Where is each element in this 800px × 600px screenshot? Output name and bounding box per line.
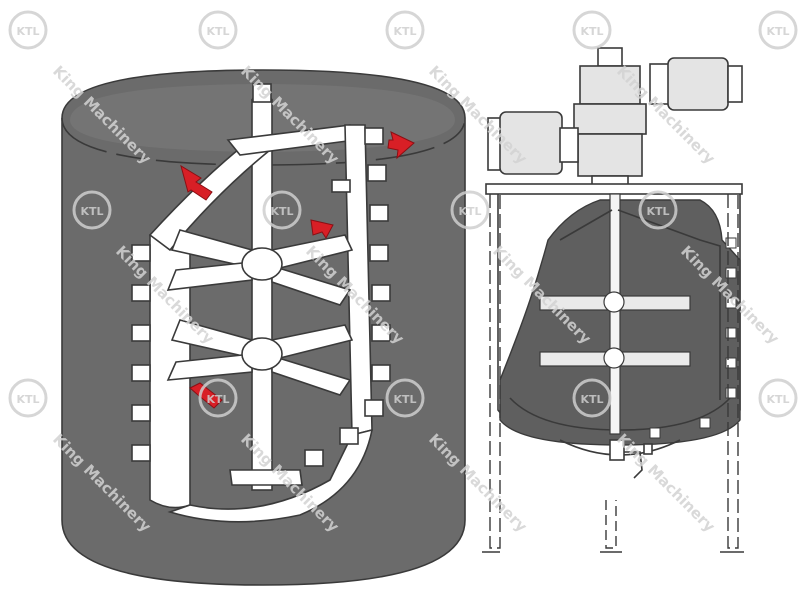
- svg-text:KTL: KTL: [16, 393, 39, 406]
- svg-text:KTL: KTL: [580, 393, 603, 406]
- watermark-logo-icon: KTL: [758, 10, 798, 50]
- svg-text:KTL: KTL: [206, 393, 229, 406]
- elevation-shaft: [609, 193, 621, 435]
- agitator-shaft: [251, 83, 273, 491]
- svg-text:KTL: KTL: [766, 25, 789, 38]
- flow-arrows: [180, 131, 415, 409]
- watermark-logo-icon: KTL: [638, 190, 678, 230]
- watermark-logo-icon: KTL: [262, 190, 302, 230]
- upper-impeller: [166, 229, 354, 306]
- svg-text:KTL: KTL: [393, 25, 416, 38]
- lower-paddle: [539, 347, 691, 369]
- support-legs: [482, 194, 744, 553]
- watermark-logo-icon: KTL: [198, 10, 238, 50]
- bottom-discharge: [559, 439, 681, 479]
- watermark-logo-icon: KTL: [450, 190, 490, 230]
- scraper-pads-elevation: [649, 237, 737, 439]
- lower-impeller: [166, 319, 354, 396]
- svg-text:KTL: KTL: [206, 25, 229, 38]
- watermark-logo-icon: KTL: [385, 10, 425, 50]
- svg-text:KTL: KTL: [458, 205, 481, 218]
- upper-paddle: [539, 291, 691, 313]
- svg-text:KTL: KTL: [270, 205, 293, 218]
- flow-arrow-icon: [387, 131, 415, 160]
- watermark-logo-icon: KTL: [8, 10, 48, 50]
- svg-text:KTL: KTL: [80, 205, 103, 218]
- svg-text:KTL: KTL: [766, 393, 789, 406]
- right-elevation-figure: [482, 47, 744, 553]
- top-deck: [485, 183, 743, 195]
- watermark-logo-icon: KTL: [385, 378, 425, 418]
- watermark-logo-icon: KTL: [198, 378, 238, 418]
- top-drive-housing: [573, 47, 647, 187]
- watermark-logo-icon: KTL: [572, 378, 612, 418]
- side-motor-right: [649, 57, 743, 111]
- flow-arrow-icon: [189, 382, 223, 409]
- svg-text:KTL: KTL: [646, 205, 669, 218]
- tank-rim: [61, 117, 466, 166]
- watermark-logo-icon: KTL: [72, 190, 112, 230]
- svg-text:KTL: KTL: [580, 25, 603, 38]
- left-cutaway-figure: [61, 69, 466, 586]
- side-motor-left: [487, 111, 579, 175]
- watermark-logo-icon: KTL: [8, 378, 48, 418]
- watermark-logo-icon: KTL: [758, 378, 798, 418]
- flow-arrow-icon: [310, 219, 334, 239]
- watermark-logo-icon: KTL: [572, 10, 612, 50]
- scraper-pads-right: [304, 127, 391, 467]
- flow-arrow-icon: [180, 164, 213, 201]
- svg-text:KTL: KTL: [393, 393, 416, 406]
- scraper-pads-left: [131, 244, 151, 462]
- svg-text:KTL: KTL: [16, 25, 39, 38]
